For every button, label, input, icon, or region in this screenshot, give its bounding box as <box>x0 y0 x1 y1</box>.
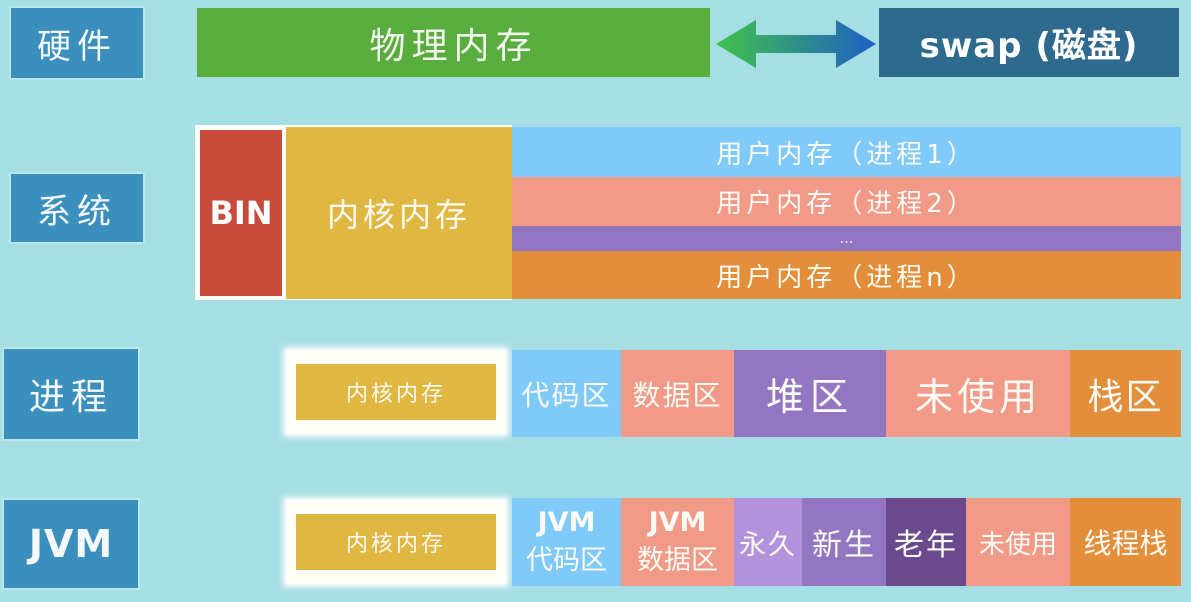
process-label-text: 进程 <box>28 377 113 418</box>
process-label: 进程 <box>4 349 138 439</box>
user-memory-ellipsis: … <box>512 226 1181 251</box>
process-heap-segment: 堆区 <box>734 350 886 437</box>
jvm-kernel-memory: 内核内存 <box>296 514 496 570</box>
process-kernel-memory-text: 内核内存 <box>345 382 446 407</box>
user-memory-process-n: 用户内存（进程n） <box>512 251 1181 299</box>
process-data-segment-text: 数据区 <box>632 378 723 412</box>
bin-text: BIN <box>209 194 273 232</box>
jvm-label-text: JVM <box>28 522 114 566</box>
jvm-thread-stack-segment-text: 线程栈 <box>1083 527 1168 560</box>
jvm-data-segment: JVM 数据区 <box>621 498 734 586</box>
process-code-segment: 代码区 <box>512 350 621 437</box>
jvm-data-segment-top: JVM <box>648 507 707 538</box>
process-code-segment-text: 代码区 <box>521 378 612 412</box>
jvm-unused-segment-text: 未使用 <box>978 529 1057 560</box>
double-arrow-icon <box>716 20 876 68</box>
user-memory-ellipsis-text: … <box>839 230 854 247</box>
physical-memory-text: 物理内存 <box>369 25 538 67</box>
process-unused-segment: 未使用 <box>886 350 1070 437</box>
jvm-permanent-segment-text: 永久 <box>739 529 797 561</box>
user-memory-process-n-text: 用户内存（进程n） <box>716 262 977 293</box>
jvm-code-segment-bottom: 代码区 <box>526 545 607 576</box>
jvm-label: JVM <box>4 500 138 588</box>
swap-block: swap (磁盘) <box>879 8 1179 77</box>
user-memory-process-2: 用户内存（进程2） <box>512 177 1181 226</box>
process-kernel-memory: 内核内存 <box>296 364 496 420</box>
jvm-thread-stack-segment: 线程栈 <box>1070 498 1181 586</box>
swap-text: swap (磁盘) <box>919 26 1139 66</box>
jvm-unused-segment: 未使用 <box>966 498 1070 586</box>
jvm-young-segment-text: 新生 <box>812 528 876 563</box>
user-memory-process-1-text: 用户内存（进程1） <box>716 139 977 170</box>
jvm-permanent-segment: 永久 <box>734 498 802 586</box>
hardware-label-text: 硬件 <box>37 26 117 67</box>
system-label: 系统 <box>11 174 143 242</box>
jvm-old-segment: 老年 <box>886 498 966 586</box>
kernel-memory-text: 内核内存 <box>326 196 471 234</box>
user-memory-process-1: 用户内存（进程1） <box>512 127 1181 177</box>
process-heap-segment-text: 堆区 <box>765 375 854 419</box>
process-stack-segment: 栈区 <box>1070 350 1181 437</box>
physical-memory-block: 物理内存 <box>197 8 710 77</box>
process-unused-segment-text: 未使用 <box>914 375 1041 419</box>
user-memory-process-2-text: 用户内存（进程2） <box>716 189 977 219</box>
process-stack-segment-text: 栈区 <box>1087 376 1164 418</box>
hardware-label: 硬件 <box>11 8 143 78</box>
jvm-data-segment-bottom: 数据区 <box>637 545 718 576</box>
kernel-memory-block: 内核内存 <box>286 127 512 299</box>
system-label-text: 系统 <box>37 191 117 232</box>
jvm-code-segment-top: JVM <box>537 507 596 538</box>
jvm-young-segment: 新生 <box>802 498 886 586</box>
jvm-code-segment: JVM 代码区 <box>512 498 621 586</box>
bin-block: BIN <box>200 130 282 296</box>
jvm-old-segment-text: 老年 <box>894 528 958 563</box>
process-data-segment: 数据区 <box>621 350 734 437</box>
jvm-kernel-memory-text: 内核内存 <box>345 532 446 557</box>
